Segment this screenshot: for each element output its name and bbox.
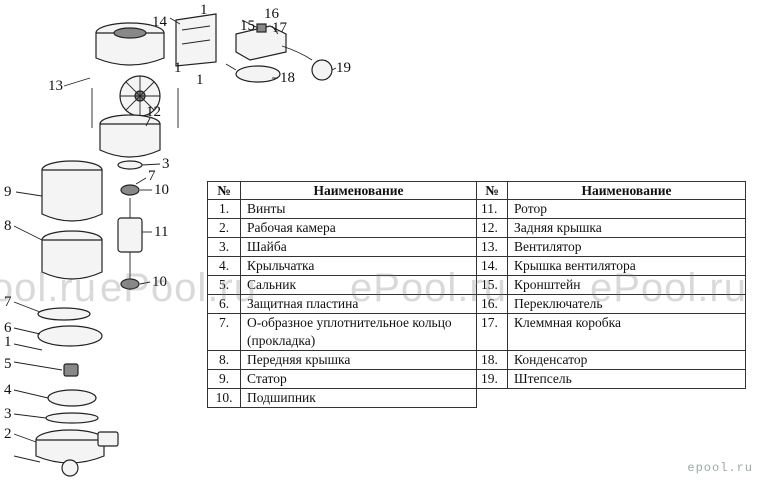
callout-label: 1: [196, 72, 204, 88]
part-name: Рабочая камера: [240, 218, 477, 238]
table-row: 8. Передняя крышка 18. Конденсатор: [207, 350, 746, 370]
rotor: [117, 198, 143, 290]
part-name: Шайба: [240, 237, 477, 257]
callout-label: 11: [154, 224, 168, 240]
part-num: 12.: [476, 218, 508, 238]
callout-label: 10: [152, 274, 167, 290]
table-row: 9. Статор 19. Штепсель: [207, 369, 746, 389]
callout-label: 8: [4, 218, 12, 234]
part-num: 11.: [476, 199, 508, 219]
part-name: Передняя крышка: [240, 350, 477, 370]
watermark: ePool.ru: [100, 266, 257, 310]
callout-label: 12: [146, 104, 161, 120]
header-num-right: №: [476, 181, 508, 200]
callout-label: 1: [174, 60, 182, 76]
part-num: 14.: [476, 256, 508, 276]
part-num: 1.: [207, 199, 241, 219]
callout-label: 15: [240, 18, 255, 34]
table-header: № Наименование № Наименование: [207, 181, 746, 200]
callout-label: 2: [4, 426, 12, 442]
watermark: ePool.ru: [350, 266, 507, 310]
brand-logo: epool.ru: [687, 461, 753, 475]
callout-label: 7: [148, 168, 156, 184]
callout-label: 3: [162, 156, 170, 172]
part-name: Винты: [240, 199, 477, 219]
watermark: ePool.ru: [0, 266, 97, 310]
watermark: ePool.ru: [590, 266, 747, 310]
table-row: 7. О-образное уплотнительное кольцо (про…: [207, 313, 746, 351]
part-name: Штепсель: [507, 369, 746, 389]
fan-cover: [95, 22, 165, 66]
callout-label: 19: [336, 60, 351, 76]
bearing-upper: [120, 184, 140, 196]
rear-cover: [99, 114, 161, 158]
table-row: 1. Винты 11. Ротор: [207, 199, 746, 219]
part-name: Клеммная коробка: [507, 313, 746, 351]
front-cover: [41, 230, 103, 280]
table-row: 2. Рабочая камера 12. Задняя крышка: [207, 218, 746, 238]
bracket: [175, 13, 217, 67]
table-row: 3. Шайба 13. Вентилятор: [207, 237, 746, 257]
stator: [41, 160, 103, 222]
callout-label: 4: [4, 382, 12, 398]
callout-label: 14: [152, 14, 168, 30]
part-name: Задняя крышка: [507, 218, 746, 238]
part-name: О-образное уплотнительное кольцо (прокла…: [240, 313, 477, 351]
part-num: 9.: [207, 369, 241, 389]
fan: [91, 75, 179, 128]
header-num-left: №: [207, 181, 241, 200]
part-name: Конденсатор: [507, 350, 746, 370]
table-row: 6. Защитная пластина 16. Переключатель: [207, 294, 746, 314]
protective-plate: [37, 325, 103, 347]
part-num: 2.: [207, 218, 241, 238]
part-name: Вентилятор: [507, 237, 746, 257]
part-num: 10.: [207, 388, 241, 408]
callout-label: 13: [48, 78, 63, 94]
impeller: [47, 389, 97, 407]
part-name: Защитная пластина: [240, 294, 477, 314]
callout-label: 1: [200, 2, 208, 18]
capacitor: [225, 63, 281, 83]
part-name: Ротор: [507, 199, 746, 219]
callout-label: 5: [4, 356, 12, 372]
part-num: 7.: [207, 313, 241, 351]
bearing-lower: [120, 278, 140, 290]
callout-label: 7: [4, 294, 12, 310]
callout-label: 17: [272, 20, 288, 36]
callout-label: 16: [264, 6, 280, 22]
header-name-right: Наименование: [507, 181, 746, 200]
part-num: 8.: [207, 350, 241, 370]
parts-table: № Наименование № Наименование 1. Винты 1…: [207, 181, 746, 408]
callout-label: 1: [4, 334, 12, 350]
callout-label: 6: [4, 320, 12, 336]
callout-label: 9: [4, 184, 12, 200]
part-num: 19.: [476, 369, 508, 389]
table-row: 10. Подшипник: [207, 388, 746, 408]
part-num: 3.: [207, 237, 241, 257]
o-ring: [37, 307, 91, 321]
table-row: 4. Крыльчатка 14. Крышка вентилятора: [207, 256, 746, 276]
washer-lower: [45, 412, 99, 424]
part-name: Подшипник: [240, 388, 477, 408]
callout-label: 3: [4, 406, 12, 422]
part-num: 17.: [476, 313, 508, 351]
part-name: Статор: [240, 369, 477, 389]
header-name-left: Наименование: [240, 181, 477, 200]
empty-cell: [477, 389, 746, 408]
pump-chamber: [35, 429, 119, 477]
seal: [63, 363, 79, 377]
part-num: 13.: [476, 237, 508, 257]
part-name: Переключатель: [507, 294, 746, 314]
callout-label: 10: [154, 182, 169, 198]
callout-label: 18: [280, 70, 295, 86]
washer-upper: [117, 160, 143, 170]
part-num: 18.: [476, 350, 508, 370]
